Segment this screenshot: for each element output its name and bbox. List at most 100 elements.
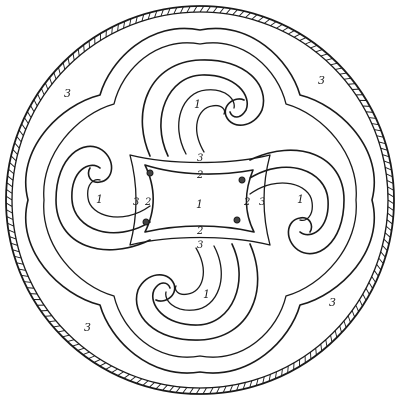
rim-hatch-mark (315, 49, 323, 53)
rim-hatch-mark (263, 18, 271, 24)
rim-hatch-mark (66, 339, 75, 342)
rim-hatch-mark (6, 182, 13, 188)
rim-hatch-mark (77, 48, 80, 57)
rim-hatch-mark (111, 368, 119, 374)
top-spiral (141, 59, 265, 157)
rim-hatch-mark (387, 186, 395, 191)
rim-hatch-mark (9, 162, 16, 168)
central-frame (129, 154, 271, 246)
rim-hatch-mark (238, 10, 245, 17)
rim-hatch-mark (33, 99, 38, 107)
rim-hatch-mark (206, 5, 212, 13)
label-lobe-top: 1 (194, 98, 201, 111)
rim-hatch-mark (142, 380, 149, 386)
rim-hatch-mark (10, 242, 19, 246)
rim-hatch-mark (381, 245, 388, 252)
label-center: 1 (196, 198, 203, 211)
rim-hatch-mark (212, 6, 218, 13)
rim-hatch-mark (5, 209, 13, 214)
rim-hatch-mark (320, 343, 323, 352)
rim-hatch-mark (5, 195, 13, 201)
rim-hatch-mark (376, 263, 382, 271)
rim-hatch-mark (135, 378, 143, 384)
central-boss (142, 164, 255, 233)
rim-hatch-mark (179, 6, 185, 14)
rim-hatch-mark (30, 105, 35, 113)
rim-hatch-mark (154, 10, 158, 19)
rivet-top-left (146, 169, 154, 177)
rim-hatch-mark (10, 155, 17, 162)
rim-hatch-mark (9, 236, 17, 240)
label-field-bottom-left: 3 (84, 321, 91, 334)
rim-hatch-mark (105, 365, 113, 370)
rim-hatch-mark (222, 385, 227, 394)
rim-hatch-mark (299, 37, 307, 42)
rim-hatch-mark (371, 276, 377, 283)
rim-hatch-mark (330, 334, 333, 343)
rim-hatch-mark (99, 362, 107, 367)
rim-hatch-mark (52, 325, 61, 328)
rim-hatch-mark (199, 5, 205, 13)
rim-hatch-mark (274, 371, 277, 380)
rim-hatch-mark (135, 15, 138, 24)
rim-hatch-mark (293, 33, 301, 38)
rim-hatch-mark (123, 373, 131, 379)
rim-hatch-mark (77, 347, 85, 351)
rim-hatch-mark (378, 141, 387, 145)
rim-hatch-mark (242, 381, 246, 390)
rim-hatch-mark (268, 373, 271, 382)
rim-hatch-mark (343, 320, 347, 329)
rim-hatch-mark (373, 269, 379, 277)
rim-hatch-mark (26, 287, 35, 289)
right-spiral (249, 149, 345, 255)
rim-hatch-mark (245, 12, 252, 19)
rim-hatch-mark (339, 325, 342, 334)
rim-hatch-mark (83, 44, 85, 53)
rim-hatch-mark (281, 26, 289, 32)
rim-hatch-mark (195, 387, 201, 395)
rim-hatch-mark (376, 135, 385, 138)
left-spiral (55, 145, 151, 251)
rim-hatch-mark (23, 117, 29, 124)
rim-hatch-mark (386, 219, 393, 225)
rivet-top-right (238, 176, 246, 184)
rim-hatch-mark (262, 376, 265, 385)
label-lobe-left: 1 (96, 193, 103, 206)
rim-hatching (5, 5, 395, 395)
rim-hatch-mark (5, 188, 13, 194)
rim-hatch-mark (44, 315, 53, 317)
rim-hatch-mark (53, 71, 57, 80)
rim-hatch-mark (384, 166, 393, 171)
rim-hatch-mark (255, 378, 259, 387)
zone-labels: 1 2 2 2 2 3 3 3 3 1 1 1 1 3 3 3 3 (64, 74, 336, 334)
rim-hatch-mark (387, 212, 394, 218)
label-lobe-right: 1 (297, 193, 304, 206)
rim-hatch-mark (371, 123, 380, 126)
rim-hatch-mark (62, 334, 70, 338)
rim-hatch-mark (7, 229, 16, 234)
rim-hatch-mark (368, 281, 374, 289)
rim-hatch-mark (330, 62, 338, 66)
rim-hatch-mark (202, 387, 208, 395)
rim-hatch-mark (48, 320, 57, 323)
label-field-top-left: 3 (64, 87, 71, 100)
rim-hatch-mark (16, 135, 22, 143)
rim-hatch-mark (343, 77, 352, 80)
rim-hatch-mark (23, 281, 32, 283)
label-lobe-bottom: 1 (203, 288, 210, 301)
label-border-top: 3 (197, 153, 203, 164)
rim-hatch-mark (87, 355, 96, 360)
rim-hatch-mark (192, 5, 198, 13)
rim-hatch-mark (186, 5, 191, 13)
rim-hatch-mark (162, 384, 168, 391)
label-border-right: 3 (259, 197, 265, 208)
outer-rim (5, 5, 395, 395)
rim-hatch-mark (373, 129, 382, 132)
rim-hatch-mark (387, 206, 395, 212)
rivet-bottom-right (233, 216, 241, 224)
rim-hatch-mark (315, 347, 317, 356)
rim-hatch-mark (18, 129, 24, 137)
rim-hatch-mark (383, 160, 391, 164)
rim-hatch-mark (257, 16, 265, 22)
rim-hatch-mark (355, 304, 360, 313)
